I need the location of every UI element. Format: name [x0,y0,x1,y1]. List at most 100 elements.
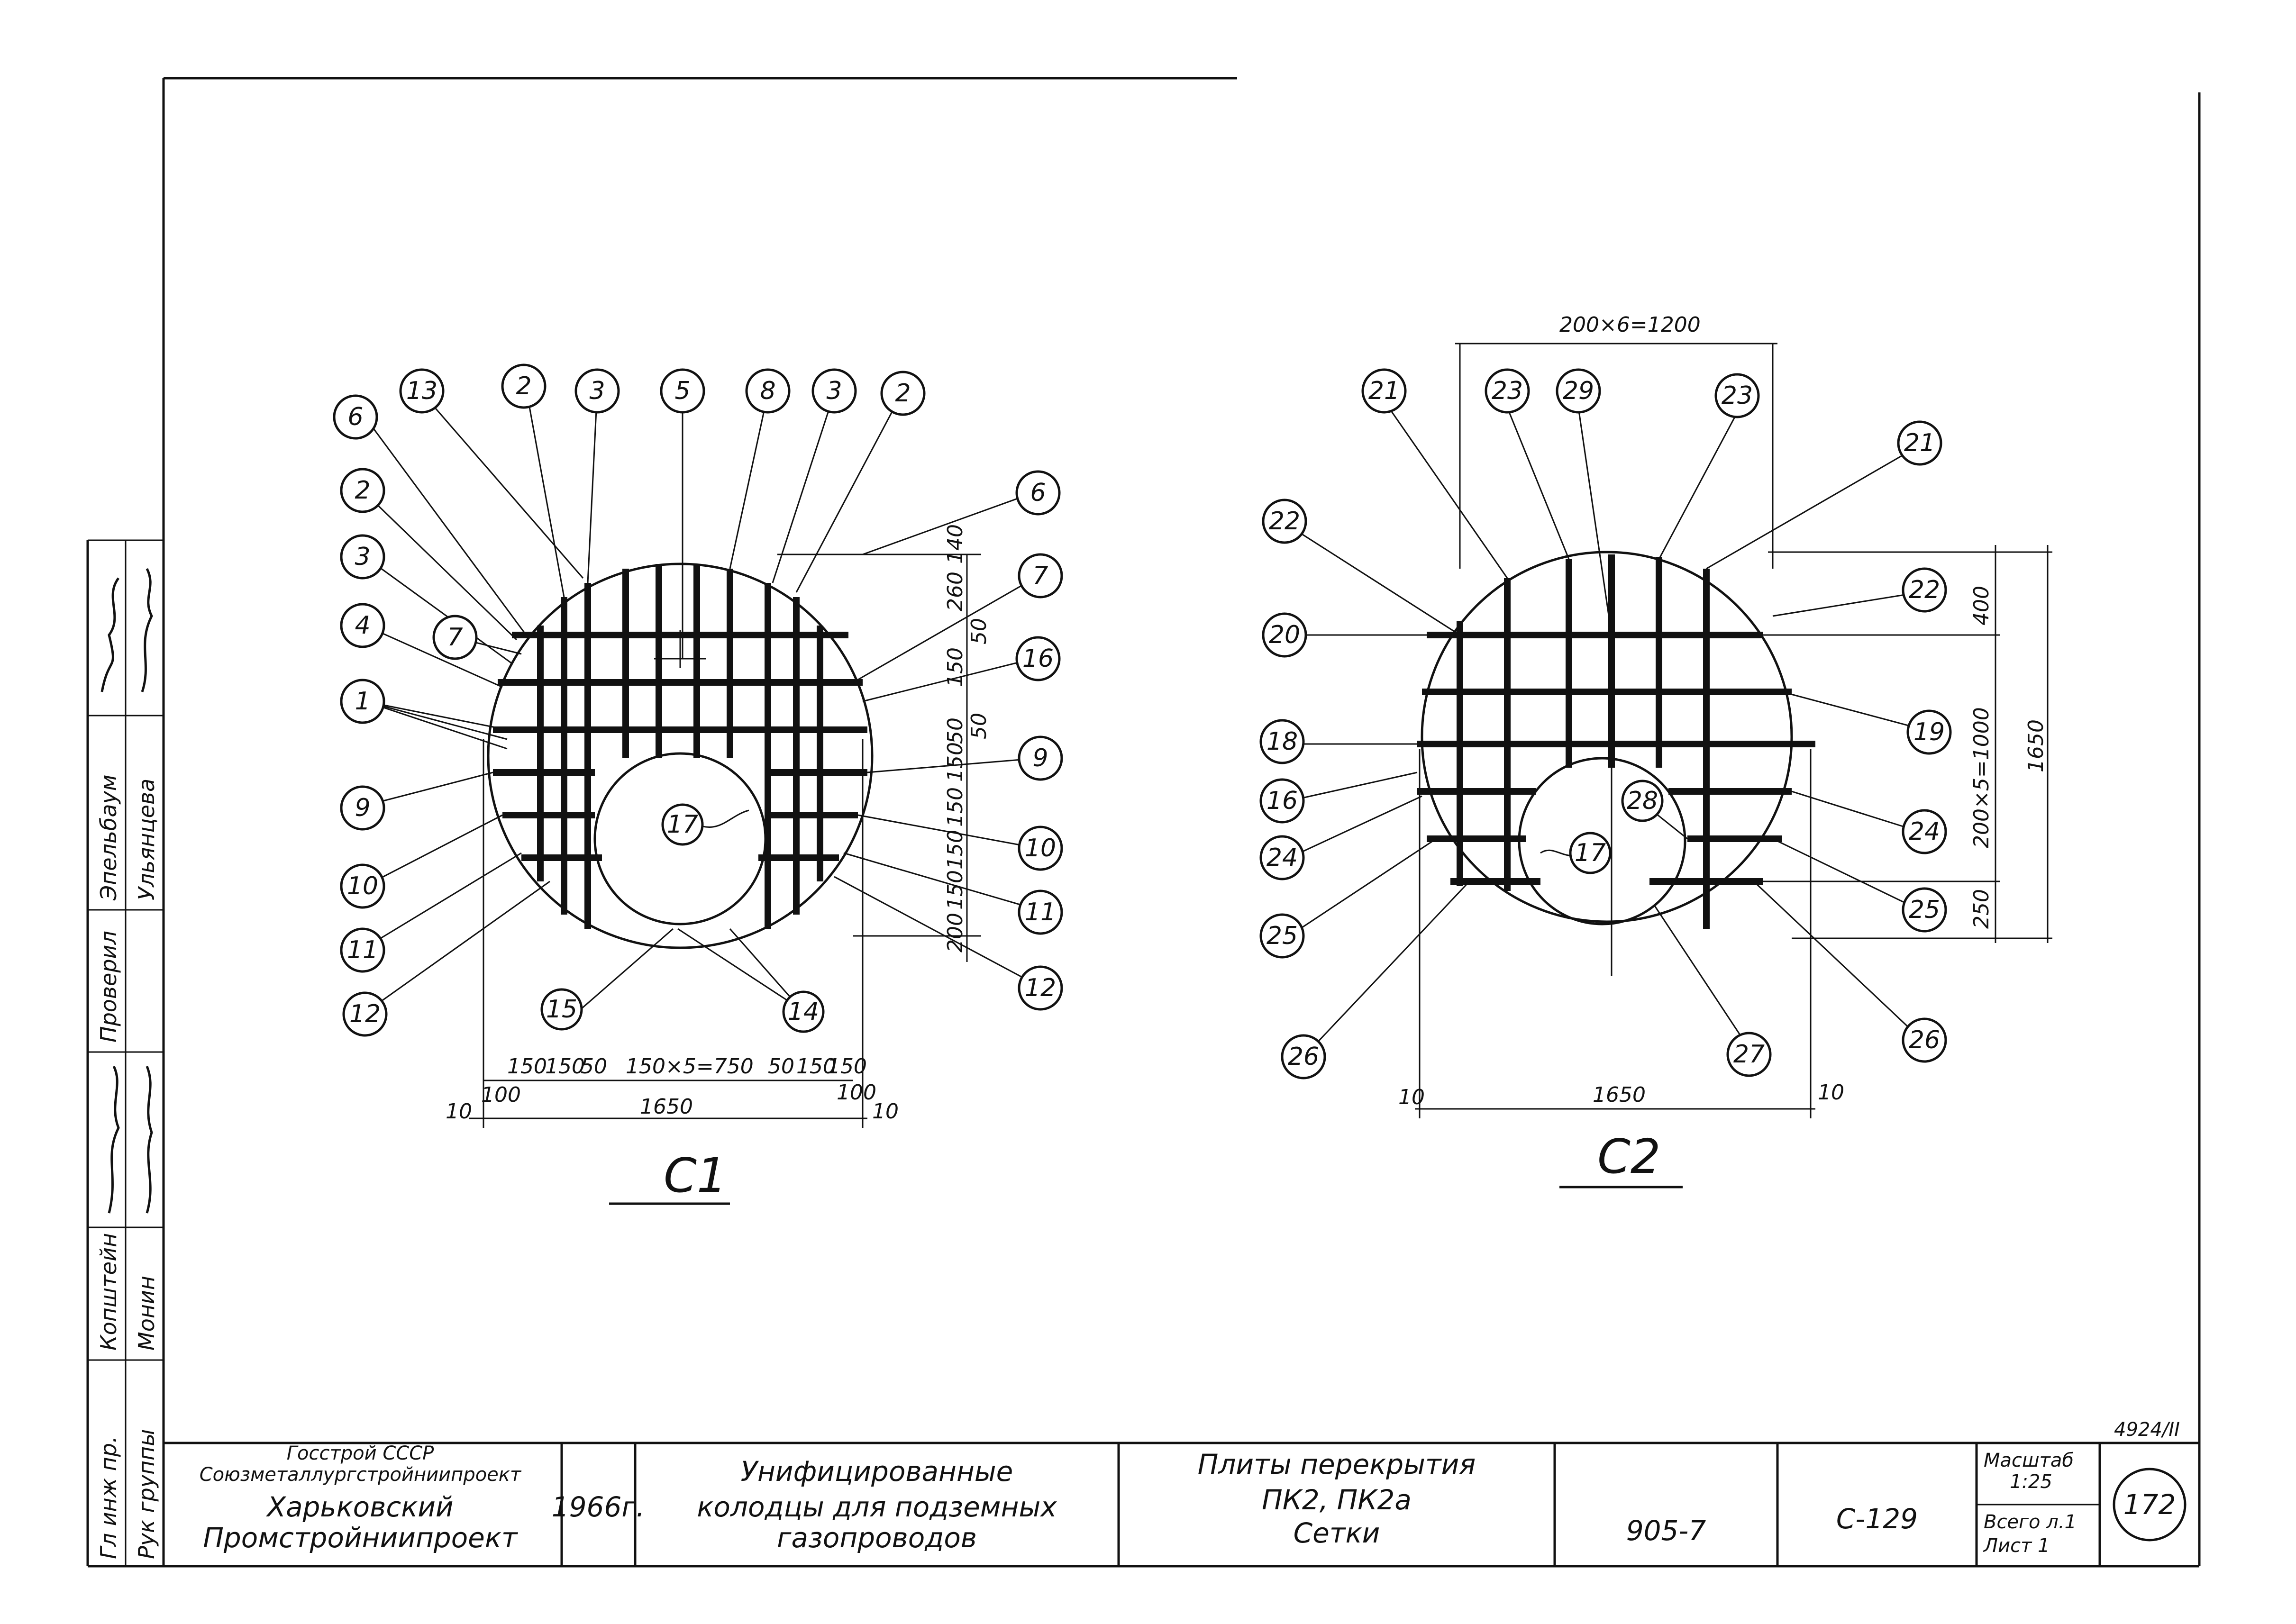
c2-title: С2 [1597,1129,1660,1184]
project-line-1: Унифицированные [741,1455,1013,1488]
c2-dim-small-2: 10 [1818,1080,1844,1105]
c1-rdim-10: 150 [943,870,967,910]
c1-rdim-6: 50 [967,713,991,739]
c2-bubble-top-5: 21 [1904,429,1935,457]
page-number: 172 [2123,1488,2176,1521]
c1-vertical-bars [537,564,823,929]
c1-title: С1 [664,1148,727,1203]
signature-1 [100,577,120,692]
project-line-3: газопроводов [777,1522,977,1554]
c1-rdim-11: 200 [943,913,967,953]
c1-bubble-top-5 [660,368,705,414]
c2-dim-small-1: 10 [1398,1085,1425,1109]
c1-bubble-right-6: 11 [1025,898,1056,926]
c1-bubble-top-2-label: 13 [406,377,437,405]
org-line-2: Союзметаллургстройниипроект [200,1464,522,1486]
org-line-3: Харьковский [265,1491,453,1523]
series-number: 905-7 [1626,1515,1706,1547]
c1-bubble-top-3-label: 2 [516,372,531,400]
c1-bubble-top-8 [880,371,926,416]
c1-dim-small-3: 100 [837,1080,876,1105]
c2-bubble-left-3: 18 [1266,727,1298,756]
c1-bubble-bottom-2: 14 [788,998,819,1026]
c1-rdim-2: 260 [943,572,967,611]
drawing-c2: 21 23 29 23 21 22 20 18 16 24 25 26 22 1… [1259,313,2052,1189]
c1-bubble-right-4: 9 [1032,744,1048,772]
c1-bubble-right-2: 7 [1032,562,1048,590]
c1-bubble-top-5-label: 5 [674,377,690,405]
c1-bottom-dims: 150 150 50 150×5=750 50 150 150 10 100 1… [446,1054,899,1124]
c2-bubble-top-4: 23 [1722,381,1753,410]
c1-rdim-5: 50 [943,717,967,744]
scale-value: 1:25 [2010,1471,2052,1493]
c1-bubble-right-3: 16 [1022,644,1054,673]
c2-bubble-top-2: 23 [1492,377,1523,405]
c1-top-bubbles: 6 13 2 3 5 8 3 2 [333,363,926,440]
c1-rdim-3: 50 [967,618,991,644]
c2-bubble-right-2: 19 [1913,718,1945,746]
c1-dim-7: 150 [827,1054,867,1079]
c1-dim-6: 150 [796,1054,836,1079]
side-name-3: Эпельбаум [96,775,121,901]
c2-rdim-2: 200×5=1000 [1969,707,1994,848]
c1-bubble-top-7-label: 3 [826,377,842,405]
c2-bubble-left-2: 20 [1269,621,1300,649]
c2-bubble-left-4: 16 [1266,787,1298,815]
c2-top-dim: 200×6=1200 [1559,313,1701,337]
drawing-c1: 6 13 2 3 5 8 3 2 2 3 4 7 1 9 10 11 12 [333,363,1063,1205]
c1-bubble-top-7 [811,368,857,414]
c1-bubble-left-3: 4 [355,611,370,640]
sheet-line-1: Плиты перекрытия [1198,1448,1476,1480]
side-name-1: Монин [134,1276,159,1351]
side-role-2: Гл инж пр. [96,1436,121,1559]
c1-bubble-left-6: 9 [355,794,370,822]
c1-left-bubbles: 2 3 4 7 1 9 10 11 12 [340,468,478,1037]
c1-dim-small-2: 100 [481,1083,521,1107]
c1-bubble-top-3 [501,363,547,409]
c2-leaders [1289,407,1925,1053]
c2-top-bubbles: 21 23 29 23 21 [1361,368,1942,466]
c2-bubble-inner-1: 17 [1575,839,1606,867]
c2-bubble-top-1: 21 [1368,377,1400,405]
c1-bubble-bottom-1: 15 [546,995,577,1024]
c2-bubble-top-3: 29 [1563,377,1594,405]
drawing-code: С-129 [1836,1503,1918,1535]
c1-bubble-top-6 [745,368,791,414]
c2-bubble-bottom-1: 27 [1733,1040,1765,1069]
c1-dim-4: 150×5=750 [626,1054,754,1079]
c1-right-dims: 140 260 50 150 50 50 150 150 150 150 200 [943,524,991,953]
c1-dim-1: 150 [507,1054,547,1079]
c1-right-bubbles: 6 7 16 9 10 11 12 [1015,470,1063,1011]
org-line-1: Госстрой СССР [287,1443,434,1464]
c2-overall: 1650 [1593,1083,1646,1107]
c2-bubble-inner-2: 28 [1627,787,1658,815]
c1-bubble-left-1: 2 [355,476,370,505]
c2-bubble-left-6: 25 [1266,922,1298,950]
c1-bubble-left-7: 10 [347,872,378,900]
c2-bubble-left-7: 26 [1288,1043,1319,1071]
c1-bubble-left-4: 7 [447,623,463,652]
c1-dim-3: 50 [581,1054,607,1079]
c1-leaders [364,388,1043,1010]
org-line-4: Промстройниипроект [203,1522,519,1554]
c1-bubble-top-8-label: 2 [895,379,911,408]
c1-bubble-top-1-label: 6 [347,403,363,431]
c1-overall: 1650 [640,1095,693,1119]
signature-4 [146,1066,153,1214]
c2-bubble-left-5: 24 [1266,844,1298,872]
side-name-4: Ульянцева [134,779,159,900]
c1-dim-small-1: 10 [446,1099,472,1124]
side-stamp: Рук группы Гл инж пр. Проверил Монин Коп… [88,539,164,1559]
c1-rdim-7: 150 [943,742,967,782]
signature-3 [108,1065,120,1214]
c1-rdim-4: 150 [943,647,967,687]
c1-bubble-center: 17 [667,810,698,839]
c1-rdim-8: 150 [943,787,967,827]
c2-bubble-right-1: 22 [1909,576,1940,604]
c1-bubble-left-8: 11 [347,936,378,964]
title-block: Госстрой СССР Союзметаллургстройниипроек… [164,1419,2199,1566]
c2-right-bubbles: 22 19 24 25 26 [1902,567,1952,1063]
c2-bubble-right-5: 26 [1909,1026,1940,1054]
sheet-line-2: ПК2, ПК2а [1262,1484,1412,1516]
